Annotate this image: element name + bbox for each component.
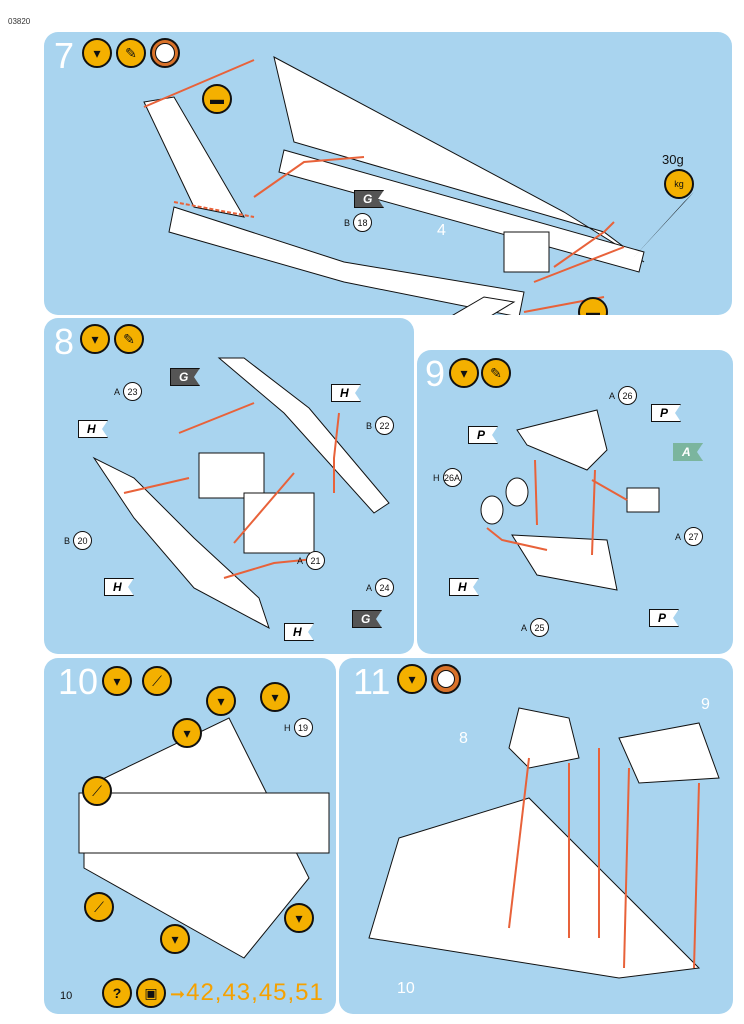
clock-icon	[431, 664, 461, 694]
glue-icon: ▾	[82, 38, 112, 68]
weight-label: 30g	[662, 152, 684, 167]
weight-icon: kg	[664, 169, 694, 199]
paint-brush-icon: ✎	[116, 38, 146, 68]
help-icon[interactable]: ?	[102, 978, 132, 1008]
paint-brush-icon: ✎	[114, 324, 144, 354]
drill-icon: ▾	[260, 682, 290, 712]
tape-icon: ▬	[202, 84, 232, 114]
part-flag: P	[649, 609, 679, 627]
tape-icon: ▬	[578, 297, 608, 315]
drill-icon: ▾	[284, 903, 314, 933]
step-11-panel: 11 ▾ 8 9 10	[339, 658, 733, 1014]
clock-icon	[150, 38, 180, 68]
reference-steps: ➞42,43,45,51	[170, 979, 324, 1006]
step-number: 11	[353, 661, 391, 702]
page-number: 10	[60, 990, 73, 1002]
part-flag: H	[284, 623, 314, 641]
glue-icon: ▾	[449, 358, 479, 388]
part-flag: G	[354, 190, 384, 208]
part-flag: H	[449, 578, 479, 596]
step-11-illustration	[368, 707, 720, 979]
knife-icon: ⟋	[82, 776, 112, 806]
parts-box-icon: ▣	[136, 978, 166, 1008]
step-10-illustration	[78, 717, 330, 959]
glue-icon: ▾	[80, 324, 110, 354]
step-9-illustration	[480, 409, 660, 591]
drill-icon: ▾	[160, 924, 190, 954]
drill-icon: ▾	[206, 686, 236, 716]
drill-icon: ▾	[102, 666, 132, 696]
drill-icon: ▾	[172, 718, 202, 748]
subassembly-callout: 10	[397, 980, 415, 997]
subassembly-callout: 4	[437, 222, 446, 239]
step-number: 7	[54, 35, 75, 76]
paint-brush-icon: ✎	[481, 358, 511, 388]
subassembly-callout: 9	[701, 696, 710, 713]
step-8-illustration	[92, 357, 390, 630]
step-7-illustration	[143, 56, 694, 315]
glue-icon: ▾	[397, 664, 427, 694]
subassembly-callout: 8	[459, 730, 468, 747]
step-number: 8	[54, 321, 75, 362]
document-code: 03820	[8, 17, 31, 26]
step-number: 10	[58, 661, 99, 702]
step-number: 9	[425, 353, 446, 394]
knife-icon: ⟋	[84, 892, 114, 922]
knife-icon: ⟋	[142, 666, 172, 696]
